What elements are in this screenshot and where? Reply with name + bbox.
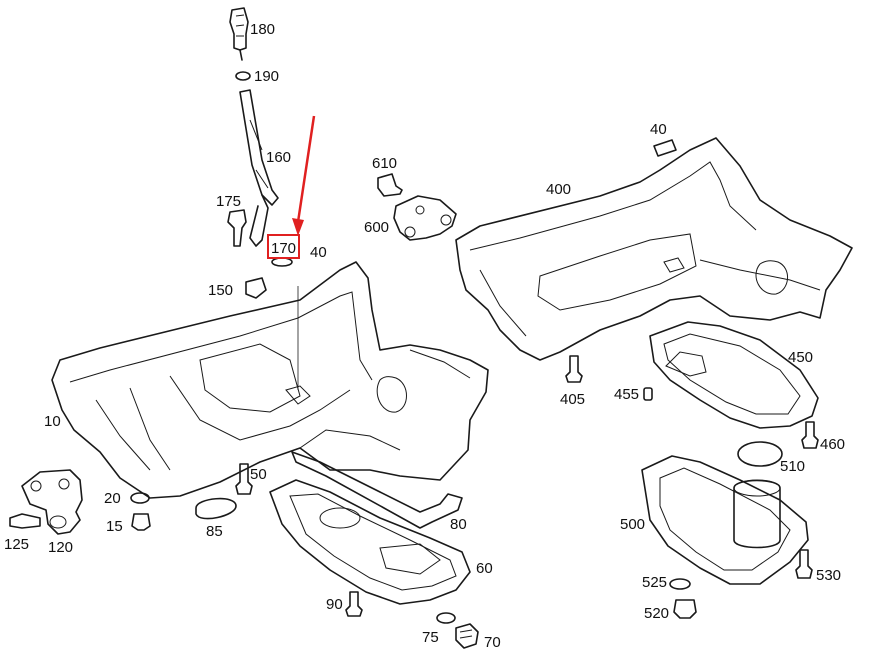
callout-40-left: 40 — [310, 244, 327, 261]
dipstick-tube-part-160[interactable] — [239, 89, 279, 247]
gasket-part-80[interactable] — [291, 451, 463, 529]
upper-oil-pan-part-10[interactable] — [51, 261, 489, 499]
washer-part-75[interactable] — [436, 612, 456, 624]
lower-oil-pan-part-450[interactable] — [649, 321, 819, 429]
engine-mount-part-120[interactable] — [21, 469, 83, 535]
callout-525: 525 — [642, 574, 667, 591]
seal-ring-part-510[interactable] — [737, 441, 783, 467]
bolt-part-405[interactable] — [565, 355, 583, 383]
callout-405: 405 — [560, 391, 585, 408]
callout-85: 85 — [206, 523, 223, 540]
plug-part-15[interactable] — [131, 513, 151, 531]
callout-20: 20 — [104, 490, 121, 507]
bolt-part-90[interactable] — [345, 591, 363, 617]
callout-520: 520 — [644, 605, 669, 622]
callout-120: 120 — [48, 539, 73, 556]
bracket-part-600[interactable] — [393, 195, 457, 241]
callout-400: 400 — [546, 181, 571, 198]
callout-500: 500 — [620, 516, 645, 533]
callout-125: 125 — [4, 536, 29, 553]
callout-610: 610 — [372, 155, 397, 172]
callout-70: 70 — [484, 634, 501, 651]
bolt-part-175[interactable] — [227, 209, 247, 247]
seal-part-150[interactable] — [245, 277, 267, 299]
highlight-arrow — [292, 115, 316, 236]
callout-150: 150 — [208, 282, 233, 299]
callout-600: 600 — [364, 219, 389, 236]
lower-oil-pan-part-500[interactable] — [641, 455, 809, 585]
drain-plug-part-520[interactable] — [673, 599, 697, 619]
callout-40-right: 40 — [650, 121, 667, 138]
callout-80: 80 — [450, 516, 467, 533]
callout-90: 90 — [326, 596, 343, 613]
washer-part-525[interactable] — [669, 578, 691, 590]
callout-50: 50 — [250, 466, 267, 483]
upper-oil-pan-part-400[interactable] — [455, 137, 853, 361]
callout-15: 15 — [106, 518, 123, 535]
callout-460: 460 — [820, 436, 845, 453]
callout-510: 510 — [780, 458, 805, 475]
callout-60: 60 — [476, 560, 493, 577]
callout-75: 75 — [422, 629, 439, 646]
callout-160: 160 — [266, 149, 291, 166]
callout-455: 455 — [614, 386, 639, 403]
plug-part-455[interactable] — [643, 387, 653, 401]
callout-530: 530 — [816, 567, 841, 584]
callout-175: 175 — [216, 193, 241, 210]
dipstick-handle-part-180[interactable] — [229, 7, 249, 61]
bolt-part-50[interactable] — [235, 463, 253, 495]
callout-170: 170 — [271, 240, 296, 257]
bolt-part-125[interactable] — [9, 513, 41, 529]
callout-180: 180 — [250, 21, 275, 38]
seal-ring-part-85[interactable] — [195, 497, 237, 520]
drain-plug-part-70[interactable] — [455, 623, 479, 649]
callout-450: 450 — [788, 349, 813, 366]
bolt-part-610[interactable] — [377, 173, 403, 197]
bolt-part-530[interactable] — [795, 549, 813, 579]
callout-10: 10 — [44, 413, 61, 430]
oil-pump-baffle-part-60[interactable] — [269, 479, 471, 605]
callout-190: 190 — [254, 68, 279, 85]
bolt-part-460[interactable] — [801, 421, 819, 449]
washer-part-20[interactable] — [130, 492, 150, 504]
o-ring-part-190[interactable] — [235, 71, 251, 81]
highlight-box-170 — [267, 234, 300, 259]
